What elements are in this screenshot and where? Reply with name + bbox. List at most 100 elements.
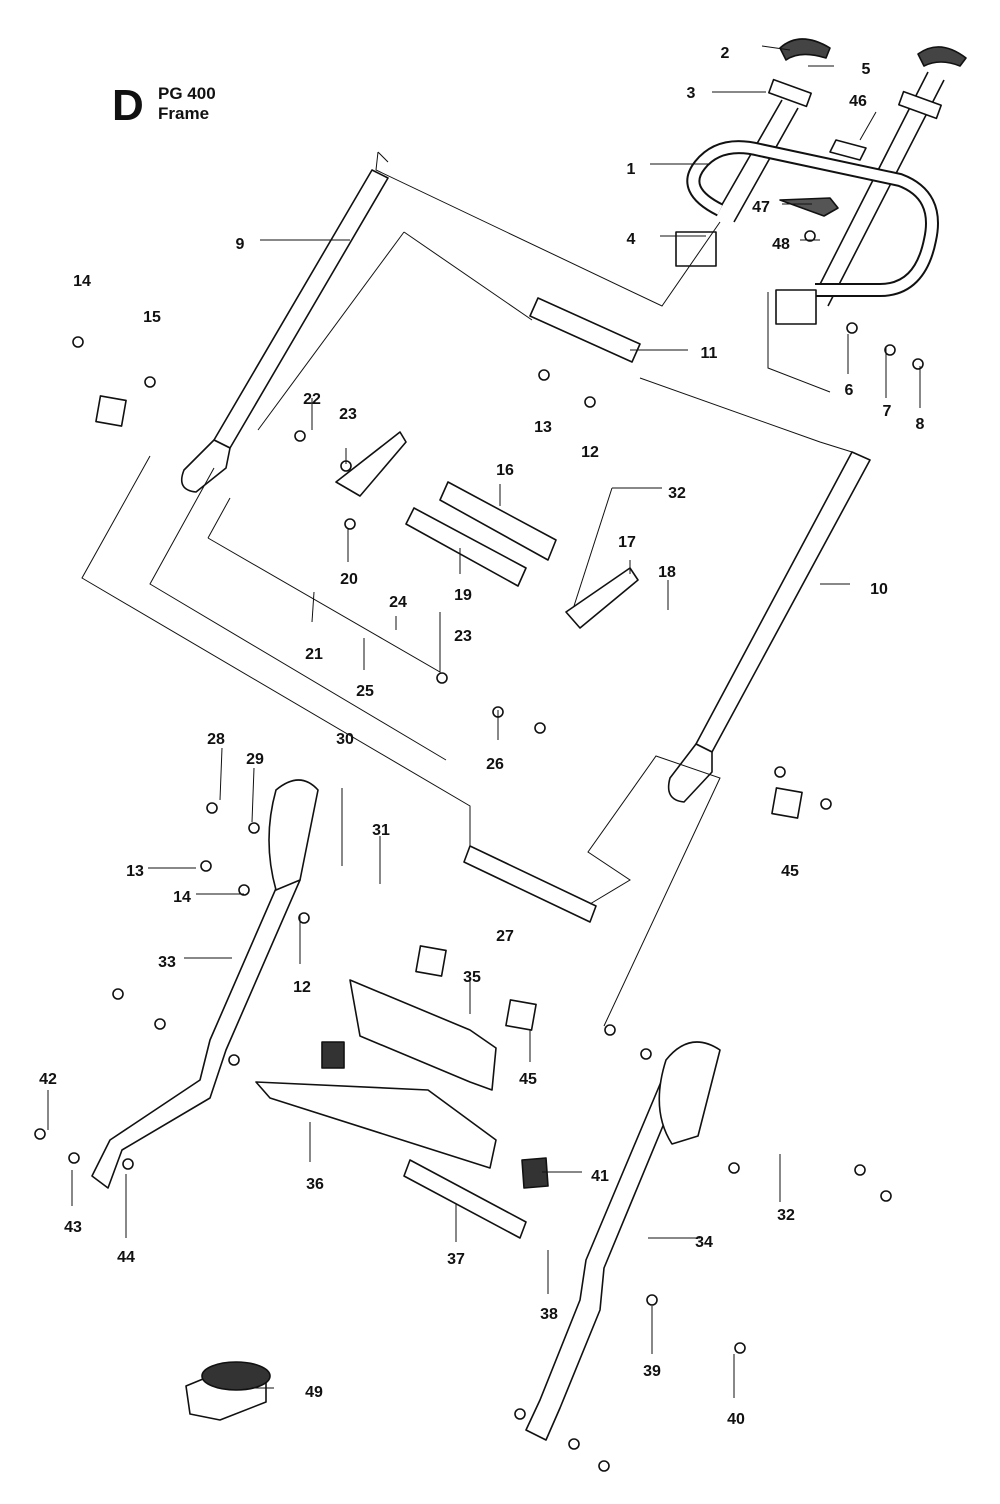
cable-guide-46 [829, 139, 867, 161]
plate-left [268, 779, 319, 891]
fastener [912, 358, 924, 370]
fastener [122, 1158, 134, 1170]
fastener [144, 376, 156, 388]
grip-right [917, 46, 967, 67]
cable-clip-47 [779, 197, 839, 217]
leader-line [377, 151, 389, 163]
fastener [734, 1342, 746, 1354]
callout-7: 7 [883, 403, 892, 420]
fastener [298, 912, 310, 924]
tube-16 [439, 481, 557, 561]
callout-25: 25 [356, 683, 374, 700]
handle-post-right [811, 71, 945, 307]
callout-15: 15 [143, 309, 161, 326]
callout-32: 32 [668, 485, 686, 502]
callout-24: 24 [389, 594, 407, 611]
crossbar-11 [529, 297, 641, 363]
lower-tube-34 [525, 1069, 683, 1441]
fastener [238, 884, 250, 896]
block-top-left [95, 395, 127, 427]
assembly-name: Frame [158, 104, 210, 123]
fastener [206, 802, 218, 814]
callout-13: 13 [534, 419, 552, 436]
fastener [514, 1408, 526, 1420]
fastener [68, 1152, 80, 1164]
part-drawings [34, 38, 967, 1472]
plate-right [658, 1041, 721, 1145]
callout-40: 40 [727, 1411, 745, 1428]
callout-39: 39 [643, 1363, 661, 1380]
callout-1: 1 [627, 161, 636, 178]
callout-14: 14 [173, 889, 191, 906]
deflector-35 [349, 979, 497, 1091]
callout-36: 36 [306, 1176, 324, 1193]
block-45-right [771, 787, 803, 819]
callout-28: 28 [207, 731, 225, 748]
grip-left [779, 38, 831, 61]
leader-line [257, 231, 405, 431]
fastener [804, 230, 816, 242]
fastener [34, 1128, 46, 1140]
leader-lines [47, 45, 921, 1398]
callout-27: 27 [496, 928, 514, 945]
callout-4: 4 [627, 231, 636, 248]
handle-post-left [715, 99, 799, 223]
fastener [248, 822, 260, 834]
callout-31: 31 [372, 822, 390, 839]
clamp-top-left [768, 78, 812, 108]
callout-23: 23 [339, 406, 357, 423]
callout-48: 48 [772, 236, 790, 253]
leader-line [573, 487, 613, 607]
callout-42: 42 [39, 1071, 57, 1088]
fastener [538, 369, 550, 381]
fastener [884, 344, 896, 356]
callout-19: 19 [454, 587, 472, 604]
leader-line [761, 45, 791, 51]
callout-5: 5 [862, 61, 871, 78]
frame-tube-left-end [180, 439, 231, 493]
callout-30: 30 [336, 731, 354, 748]
callout-6: 6 [845, 382, 854, 399]
leader-line [149, 467, 447, 761]
fastener [820, 798, 832, 810]
callout-45: 45 [781, 863, 799, 880]
callout-11: 11 [701, 345, 718, 362]
callout-2: 2 [721, 45, 730, 62]
lower-tube-33 [91, 869, 301, 1189]
fastener [154, 1018, 166, 1030]
fastener [568, 1438, 580, 1450]
fastener [646, 1294, 658, 1306]
callout-47: 47 [752, 199, 770, 216]
callout-8: 8 [916, 416, 925, 433]
callout-33: 33 [158, 954, 176, 971]
callout-32: 32 [777, 1207, 795, 1224]
callout-12: 12 [581, 444, 599, 461]
callout-45: 45 [519, 1071, 537, 1088]
frame-tube-right-end [667, 743, 713, 803]
callout-14: 14 [73, 273, 91, 290]
frame-tube-right [695, 451, 871, 753]
fastener [604, 1024, 616, 1036]
callout-37: 37 [447, 1251, 465, 1268]
clamp-bottom-left [675, 231, 717, 267]
fastener [72, 336, 84, 348]
callout-21: 21 [305, 646, 323, 663]
callout-35: 35 [463, 969, 481, 986]
section-letter: D [112, 81, 144, 130]
callout-18: 18 [658, 564, 676, 581]
fastener [112, 988, 124, 1000]
fastener [584, 396, 596, 408]
fastener [640, 1048, 652, 1060]
leader-line [251, 767, 255, 823]
handle-bar-outline [686, 140, 939, 297]
model-name: PG 400 [158, 84, 216, 103]
callout-44: 44 [117, 1249, 135, 1266]
knob-upper [321, 1041, 345, 1069]
handle-bar-inner [688, 142, 937, 295]
fastener [728, 1162, 740, 1174]
leader-line [207, 497, 231, 539]
fastener [854, 1164, 866, 1176]
callout-23: 23 [454, 628, 472, 645]
leader-line [767, 292, 831, 393]
leader-line [375, 151, 721, 307]
